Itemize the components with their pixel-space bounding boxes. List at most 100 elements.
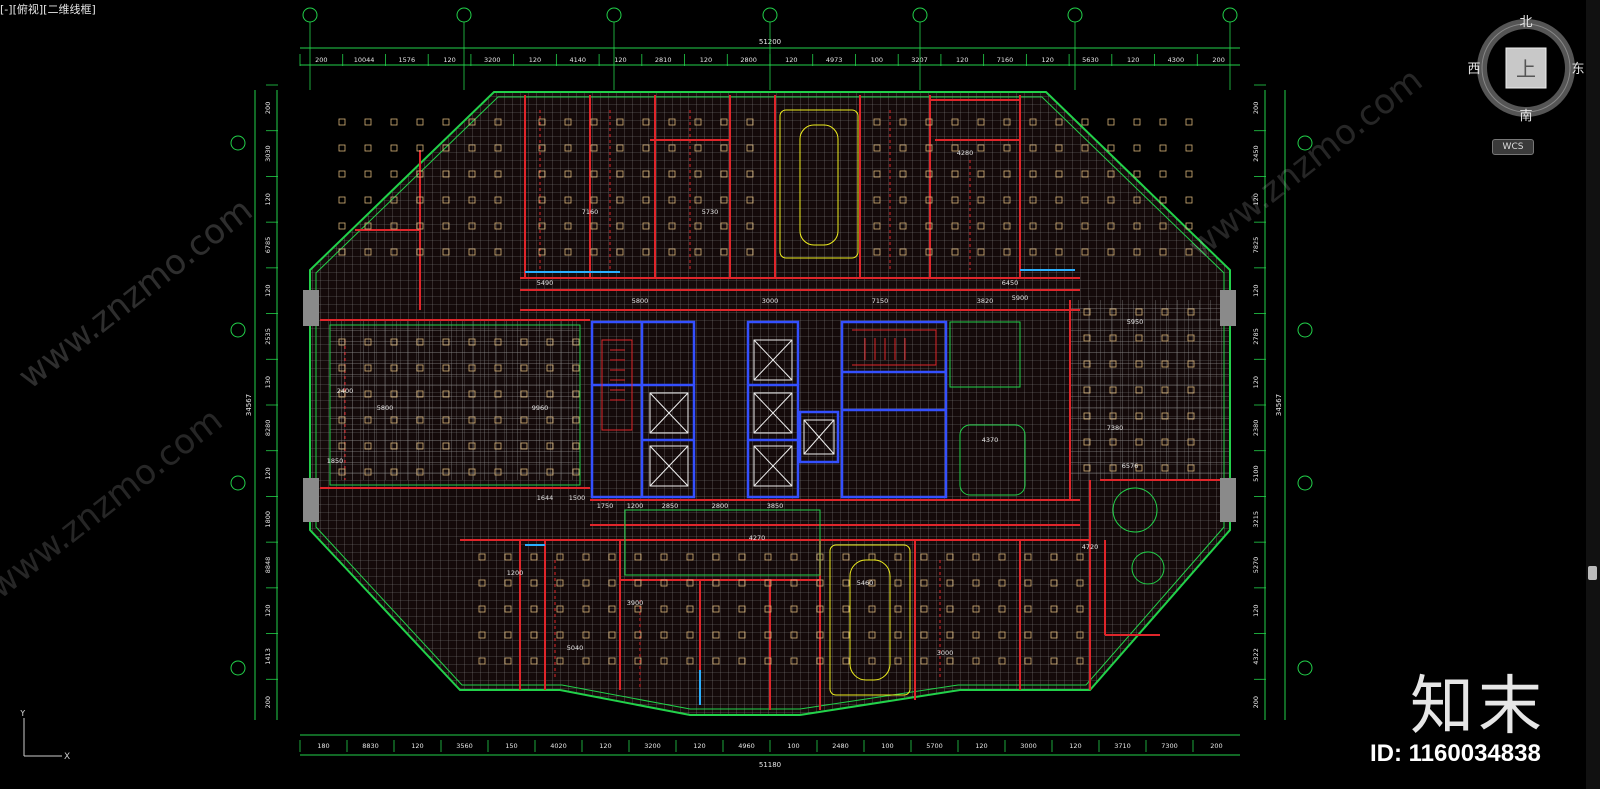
light-fixture xyxy=(920,657,928,665)
light-fixture xyxy=(364,222,372,230)
left-dimension: 120 xyxy=(264,467,272,479)
axis-bubble xyxy=(912,7,928,23)
light-fixture xyxy=(530,579,538,587)
light-fixture xyxy=(364,170,372,178)
light-fixture xyxy=(1107,118,1115,126)
light-fixture xyxy=(746,170,754,178)
light-fixture xyxy=(364,364,372,372)
light-fixture xyxy=(1135,308,1143,316)
light-fixture xyxy=(338,222,346,230)
light-fixture xyxy=(608,631,616,639)
light-fixture xyxy=(478,631,486,639)
light-fixture xyxy=(1133,118,1141,126)
view-orientation[interactable]: [俯视] xyxy=(12,3,44,16)
light-fixture xyxy=(1109,386,1117,394)
light-fixtures xyxy=(338,118,1195,665)
light-fixture xyxy=(899,196,907,204)
light-fixture xyxy=(1107,144,1115,152)
room-dimension-label: 5490 xyxy=(537,279,554,287)
light-fixture xyxy=(442,364,450,372)
light-fixture xyxy=(746,248,754,256)
light-fixture xyxy=(338,144,346,152)
partition-walls xyxy=(320,95,1220,710)
light-fixture xyxy=(538,144,546,152)
light-fixture xyxy=(1133,170,1141,178)
light-fixture xyxy=(694,170,702,178)
compass-south[interactable]: 南 xyxy=(1519,108,1532,124)
light-fixture xyxy=(564,118,572,126)
light-fixture xyxy=(494,248,502,256)
light-fixture xyxy=(668,222,676,230)
light-fixture xyxy=(478,605,486,613)
visual-style[interactable]: [二维线框] xyxy=(43,3,96,16)
room-dimension-label: 1200 xyxy=(627,502,644,510)
axis-bubble xyxy=(302,7,318,23)
light-fixture xyxy=(1107,196,1115,204)
light-fixture xyxy=(556,605,564,613)
scrollbar-thumb[interactable] xyxy=(1588,566,1597,580)
light-fixture xyxy=(1161,360,1169,368)
compass-east[interactable]: 东 xyxy=(1571,62,1584,77)
light-fixture xyxy=(520,390,528,398)
compass-west[interactable]: 西 xyxy=(1467,62,1480,77)
top-dimension: 100 xyxy=(871,56,883,64)
light-fixture xyxy=(1161,464,1169,472)
light-fixture xyxy=(1109,438,1117,446)
light-fixture xyxy=(468,248,476,256)
light-fixture xyxy=(494,118,502,126)
light-fixture xyxy=(1135,360,1143,368)
detail-lines xyxy=(344,110,971,690)
light-fixture xyxy=(720,170,728,178)
room-dimension-label: 5950 xyxy=(1127,318,1144,326)
light-fixture xyxy=(951,196,959,204)
viewport-menu[interactable]: [-] xyxy=(0,3,13,16)
bottom-total-dimension: 51180 xyxy=(759,761,781,769)
compass-north[interactable]: 北 xyxy=(1519,15,1532,30)
light-fixture xyxy=(546,364,554,372)
axis-bubble xyxy=(230,475,246,491)
light-fixture xyxy=(1055,170,1063,178)
light-fixture xyxy=(1081,196,1089,204)
light-fixture xyxy=(920,579,928,587)
light-fixture xyxy=(668,196,676,204)
light-fixture xyxy=(1050,579,1058,587)
light-fixture xyxy=(668,170,676,178)
bottom-dimension: 5700 xyxy=(926,742,943,750)
viewport-controls-label[interactable]: [-][俯视][二维线框] xyxy=(0,1,96,17)
light-fixture xyxy=(1187,386,1195,394)
room-dimension-label: 3850 xyxy=(767,502,784,510)
light-fixture xyxy=(520,364,528,372)
room-dimension-label: 1500 xyxy=(569,494,586,502)
light-fixture xyxy=(1159,196,1167,204)
light-fixture xyxy=(572,390,580,398)
light-fixture xyxy=(977,222,985,230)
light-fixture xyxy=(416,390,424,398)
light-fixture xyxy=(494,364,502,372)
light-fixture xyxy=(977,144,985,152)
light-fixture xyxy=(590,170,598,178)
top-dimension: 4300 xyxy=(1168,56,1185,64)
viewcube[interactable]: 上 北 南 西 东 xyxy=(1456,8,1586,158)
bottom-dimension: 3200 xyxy=(644,742,661,750)
light-fixture xyxy=(1135,386,1143,394)
vertical-scrollbar[interactable] xyxy=(1586,0,1600,789)
room-dimension-label: 4720 xyxy=(1082,543,1099,551)
watermark-id: ID: 1160034838 xyxy=(1370,740,1541,767)
light-fixture xyxy=(608,579,616,587)
light-fixture xyxy=(1029,144,1037,152)
viewcube-face[interactable] xyxy=(1505,47,1547,89)
light-fixture xyxy=(998,631,1006,639)
light-fixture xyxy=(520,338,528,346)
right-dimension: 200 xyxy=(1252,696,1260,708)
watermark-site-right: www.znzmo.com xyxy=(1181,60,1430,267)
light-fixture xyxy=(416,364,424,372)
left-dimension-texts: 2003030120678512025351308280120180088481… xyxy=(264,84,278,708)
wcs-menu-button[interactable]: WCS xyxy=(1492,139,1534,155)
light-fixture xyxy=(416,442,424,450)
light-fixture xyxy=(1076,605,1084,613)
light-fixture xyxy=(1159,144,1167,152)
